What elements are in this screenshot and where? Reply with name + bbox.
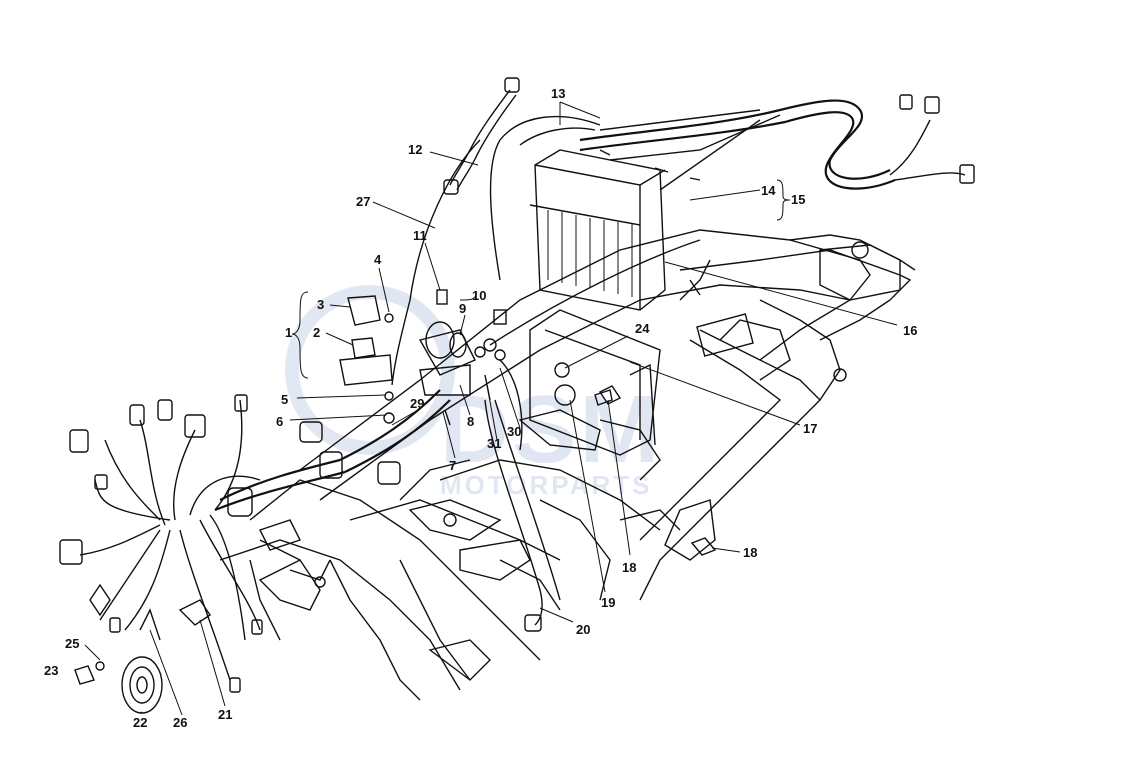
callout-13: 13: [551, 86, 565, 101]
cables: [391, 77, 701, 632]
callout-3: 3: [317, 297, 324, 312]
watermark-ring: [285, 285, 455, 455]
callout-8: 8: [467, 414, 474, 429]
callout-12: 12: [408, 142, 422, 157]
callout-15: 15: [791, 192, 805, 207]
callout-5: 5: [281, 392, 288, 407]
callout-9: 9: [459, 301, 466, 316]
callout-22: 22: [133, 715, 147, 730]
brackets: [291, 179, 791, 379]
callout-16: 16: [903, 323, 917, 338]
callout-17: 17: [803, 421, 817, 436]
callout-7: 7: [449, 458, 456, 473]
leader-lines: [84, 101, 898, 716]
watermark-subtitle: MOTORPARTS: [440, 470, 652, 500]
callout-29: 29: [410, 396, 424, 411]
callout-21: 21: [218, 707, 232, 722]
watermark-brand: DSM: [440, 376, 662, 483]
callout-31: 31: [487, 436, 501, 451]
callout-20: 20: [576, 622, 590, 637]
callout-27: 27: [356, 194, 370, 209]
callout-1: 1: [285, 325, 292, 340]
callout-18-center: 18: [622, 560, 636, 575]
callout-4: 4: [374, 252, 382, 267]
callout-19: 19: [601, 595, 615, 610]
watermark: DSM MOTORPARTS: [285, 285, 662, 500]
callout-6: 6: [276, 414, 283, 429]
callout-25: 25: [65, 636, 79, 651]
callout-23: 23: [44, 663, 58, 678]
callout-2: 2: [313, 325, 320, 340]
screw-18: [74, 385, 717, 685]
battery: [529, 149, 666, 311]
callout-labels: 1 2 3 4 5 6 7 8 9 10 11 12 13 14 15 16 1…: [44, 86, 917, 730]
callout-30: 30: [507, 424, 521, 439]
horn: [121, 656, 163, 714]
callout-14: 14: [761, 183, 776, 198]
callout-18-right: 18: [743, 545, 757, 560]
battery-tray: [518, 309, 661, 456]
callout-10: 10: [472, 288, 486, 303]
main-harness: [214, 94, 975, 517]
callout-24: 24: [635, 321, 650, 336]
callout-11: 11: [413, 228, 427, 243]
callout-26: 26: [173, 715, 187, 730]
front-harness: [59, 394, 401, 693]
